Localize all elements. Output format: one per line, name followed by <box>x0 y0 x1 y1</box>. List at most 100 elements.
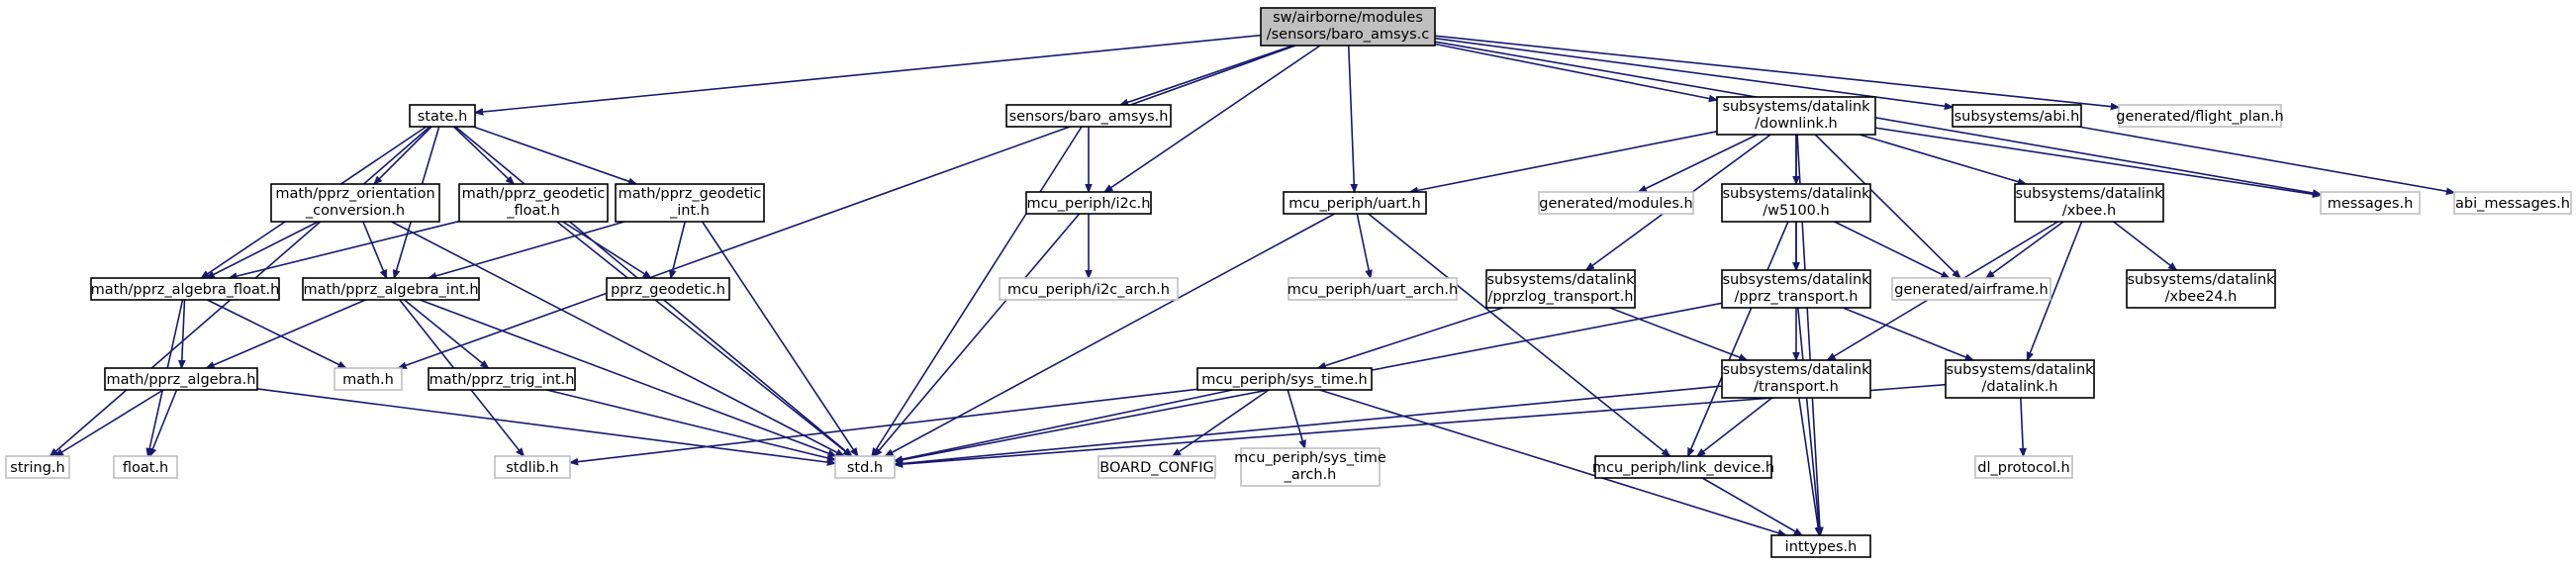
edge-pprzlog-to-sys_time <box>1318 307 1503 368</box>
node-trig_int-label-0: math/pprz_trig_int.h <box>429 372 575 388</box>
node-string_h-label-0: string.h <box>10 460 64 476</box>
node-uart_arch-label-0: mcu_periph/uart_arch.h <box>1288 282 1458 298</box>
node-transport-label-0: subsystems/datalink <box>1722 362 1870 378</box>
node-float_h: float.h <box>113 455 178 479</box>
node-string_h-box <box>5 455 70 479</box>
edge-root-to-messages <box>1434 41 2321 194</box>
node-algebra_int-label-0: math/pprz_algebra_int.h <box>303 282 478 298</box>
node-pprz_geodetic[interactable]: pprz_geodetic.h <box>606 277 730 301</box>
node-datalink[interactable]: subsystems/datalink/datalink.h <box>1945 359 2095 399</box>
node-pprzlog-label-0: subsystems/datalink <box>1486 272 1635 288</box>
node-state[interactable]: state.h <box>409 104 476 128</box>
edge-xbee-to-datalink <box>2026 221 2083 360</box>
node-i2c[interactable]: mcu_periph/i2c.h <box>1025 191 1152 215</box>
node-algebra_int-box <box>302 277 480 301</box>
node-i2c_arch-box <box>999 277 1179 301</box>
node-pprz_transport-label-1: /pprz_transport.h <box>1735 289 1859 305</box>
node-stdlib_h-box <box>494 455 571 479</box>
edge-sys_time-to-sys_time_arch <box>1287 389 1304 448</box>
edge-datalink-to-dl_protocol <box>2021 397 2024 456</box>
node-geodetic_int[interactable]: math/pprz_geodetic_int.h <box>615 183 765 223</box>
node-stdlib_h-label-0: stdlib.h <box>506 460 559 476</box>
node-w5100-label-1: /w5100.h <box>1763 203 1829 219</box>
node-abi[interactable]: subsystems/abi.h <box>1952 104 2082 128</box>
node-state-box <box>409 104 476 128</box>
node-sensors_baro-label-0: sensors/baro_amsys.h <box>1009 109 1169 125</box>
edge-orientation-to-std_h <box>391 221 844 457</box>
node-orientation-box <box>270 183 440 223</box>
edge-pprzlog-to-transport <box>1609 307 1748 361</box>
node-board_config-box <box>1097 455 1216 479</box>
node-orientation[interactable]: math/pprz_orientation_conversion.h <box>270 183 440 223</box>
edge-root-to-state <box>475 34 1262 113</box>
node-geodetic_int-box <box>615 183 765 223</box>
node-algebra_float-label-0: math/pprz_algebra_float.h <box>91 282 280 298</box>
node-i2c-box <box>1025 191 1152 215</box>
node-sensors_baro[interactable]: sensors/baro_amsys.h <box>1005 104 1172 128</box>
node-downlink[interactable]: subsystems/datalink/downlink.h <box>1716 96 1876 136</box>
node-sys_time[interactable]: mcu_periph/sys_time.h <box>1196 367 1373 391</box>
node-pprzlog-box <box>1485 269 1636 309</box>
node-algebra[interactable]: math/pprz_algebra.h <box>104 367 258 391</box>
edge-sys_time-to-std_h <box>895 389 1233 461</box>
edge-downlink-to-airframe <box>1814 134 1960 278</box>
node-w5100-box <box>1721 183 1871 223</box>
node-geodetic_float[interactable]: math/pprz_geodetic_float.h <box>458 183 609 223</box>
edge-abi-to-abi_messages <box>2078 126 2454 193</box>
edge-orientation-to-algebra_float <box>207 221 319 279</box>
node-sys_time_arch-box <box>1240 447 1381 487</box>
node-root-label-0: sw/airborne/modules <box>1273 10 1423 26</box>
node-pprz_transport[interactable]: subsystems/datalink/pprz_transport.h <box>1721 269 1871 309</box>
node-std_h-label-0: std.h <box>847 460 883 476</box>
node-sys_time_arch-label-0: mcu_periph/sys_time <box>1234 450 1386 466</box>
node-algebra-box <box>104 367 258 391</box>
node-math_h: math.h <box>334 367 403 391</box>
edge-algebra-to-string_h <box>55 389 164 456</box>
node-algebra-label-0: math/pprz_algebra.h <box>107 372 256 388</box>
node-trig_int-box <box>428 367 576 391</box>
edge-downlink-to-gen_modules <box>1639 134 1759 193</box>
node-transport-box <box>1721 359 1871 399</box>
node-uart[interactable]: mcu_periph/uart.h <box>1283 191 1427 215</box>
node-downlink-label-1: /downlink.h <box>1755 116 1837 132</box>
edge-transport-to-std_h <box>895 385 1723 464</box>
edge-i2c-to-std_h <box>874 213 1081 456</box>
node-pprzlog[interactable]: subsystems/datalink/pprzlog_transport.h <box>1485 269 1636 309</box>
node-float_h-label-0: float.h <box>123 460 168 476</box>
node-geodetic_int-label-0: math/pprz_geodetic <box>619 186 762 202</box>
node-float_h-box <box>113 455 178 479</box>
edge-geodetic_float-to-pprz_geodetic <box>562 221 651 278</box>
node-inttypes-box <box>1770 534 1871 558</box>
node-transport[interactable]: subsystems/datalink/transport.h <box>1721 359 1871 399</box>
node-sys_time-box <box>1196 367 1373 391</box>
node-link_device-box <box>1594 455 1772 479</box>
node-xbee[interactable]: subsystems/datalink/xbee.h <box>2014 183 2164 223</box>
node-algebra_int[interactable]: math/pprz_algebra_int.h <box>302 277 480 301</box>
node-inttypes[interactable]: inttypes.h <box>1770 534 1871 558</box>
edge-algebra_int-to-std_h <box>419 299 835 456</box>
edge-uart-to-uart_arch <box>1356 213 1370 278</box>
node-w5100[interactable]: subsystems/datalink/w5100.h <box>1721 183 1871 223</box>
edge-root-to-abi <box>1434 37 1953 108</box>
node-abi_messages: abi_messages.h <box>2453 191 2572 215</box>
node-xbee24[interactable]: subsystems/datalink/xbee24.h <box>2126 269 2276 309</box>
node-link_device[interactable]: mcu_periph/link_device.h <box>1592 455 1774 479</box>
node-uart-box <box>1283 191 1427 215</box>
edge-root-to-math_h <box>399 45 1296 368</box>
node-downlink-label-0: subsystems/datalink <box>1722 99 1870 115</box>
node-dl_protocol-box <box>1974 455 2073 479</box>
edge-xbee-to-xbee24 <box>2113 221 2177 270</box>
edge-orientation-to-algebra_int <box>362 221 388 278</box>
node-board_config-label-0: BOARD_CONFIG <box>1099 460 1214 476</box>
node-datalink-label-1: /datalink.h <box>1982 379 2058 395</box>
node-link_device-label-0: mcu_periph/link_device.h <box>1592 460 1774 476</box>
node-root[interactable]: sw/airborne/modules/sensors/baro_amsys.c <box>1260 7 1436 47</box>
node-algebra_float-box <box>90 277 280 301</box>
node-board_config: BOARD_CONFIG <box>1097 455 1216 479</box>
edge-sys_time-to-inttypes <box>1319 389 1785 535</box>
node-std_h-box <box>834 455 896 479</box>
node-downlink-box <box>1716 96 1876 136</box>
node-algebra_float[interactable]: math/pprz_algebra_float.h <box>90 277 280 301</box>
node-geodetic_int-label-1: _int.h <box>669 203 710 219</box>
node-trig_int[interactable]: math/pprz_trig_int.h <box>428 367 576 391</box>
